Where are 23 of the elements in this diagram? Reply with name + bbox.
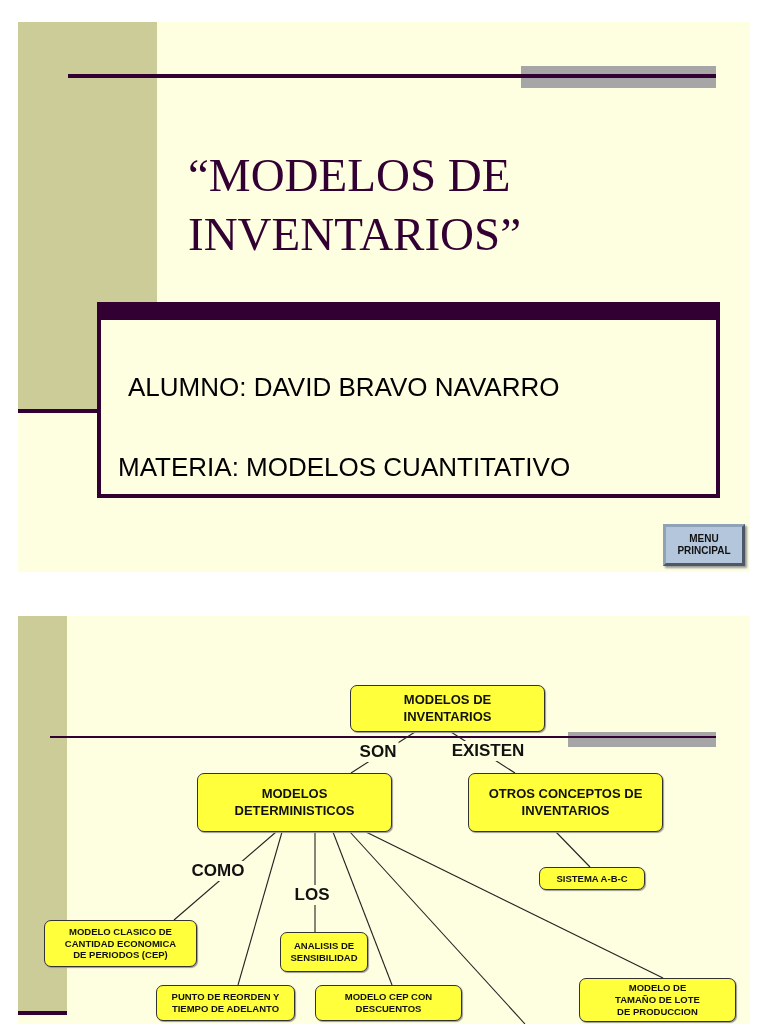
concept-box: MODELOS DETERMINISTICOS <box>197 773 392 832</box>
concept-box: MODELO CEP CON DESCUENTOS <box>315 985 462 1021</box>
edge-label: SON <box>357 742 399 762</box>
concept-box: PUNTO DE REORDEN Y TIEMPO DE ADELANTO <box>156 985 295 1021</box>
concept-box: ANALISIS DE SENSIBILIDAD <box>280 932 368 972</box>
connector-line <box>365 831 664 979</box>
connector-line <box>349 831 526 1024</box>
concept-box: MODELO DE TAMAÑO DE LOTE DE PRODUCCION <box>579 978 736 1022</box>
info-box <box>97 302 720 498</box>
connector-line <box>237 831 283 986</box>
edge-label: LOS <box>292 885 332 905</box>
menu-button: MENU PRINCIPAL <box>663 524 745 566</box>
concept-box: SISTEMA A-B-C <box>539 867 645 890</box>
info-text: ALUMNO: DAVID BRAVO NAVARRO <box>128 372 560 403</box>
info-text: MATERIA: MODELOS CUANTITATIVO <box>118 452 571 483</box>
slide-title: “MODELOS DE INVENTARIOS” <box>188 148 523 262</box>
connector-line <box>555 831 591 868</box>
concept-box: MODELOS DE INVENTARIOS <box>350 685 545 732</box>
edge-label: EXISTEN <box>449 741 527 761</box>
concept-box: MODELO CLASICO DE CANTIDAD ECONOMICA DE PERIODOS (CEP) <box>44 920 197 967</box>
connector-line <box>332 831 393 986</box>
concept-box: OTROS CONCEPTOS DE INVENTARIOS <box>468 773 663 832</box>
edge-label: COMO <box>189 861 247 881</box>
